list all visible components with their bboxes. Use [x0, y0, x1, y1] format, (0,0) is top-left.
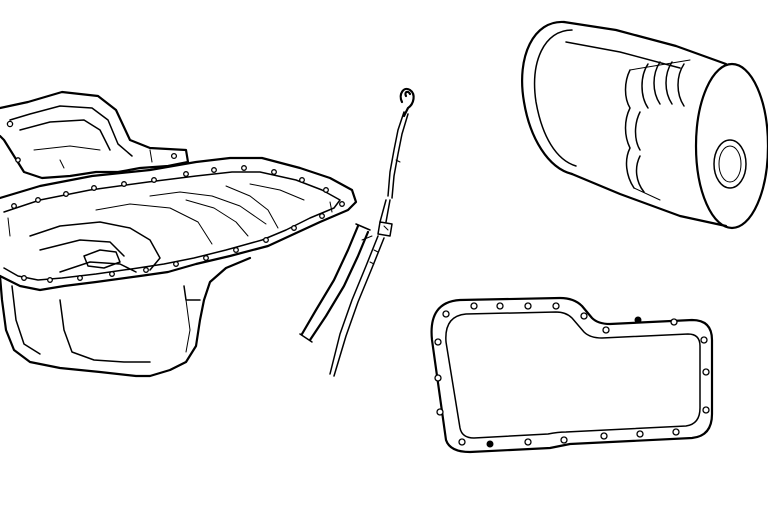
gasket-icon: [430, 296, 714, 454]
oil-pan-icon: [0, 156, 358, 378]
tube-icon: [299, 223, 373, 343]
baffle-plate-icon: [0, 90, 190, 180]
oil-filter-icon: [521, 20, 768, 230]
dipstick-icon: [329, 87, 415, 377]
